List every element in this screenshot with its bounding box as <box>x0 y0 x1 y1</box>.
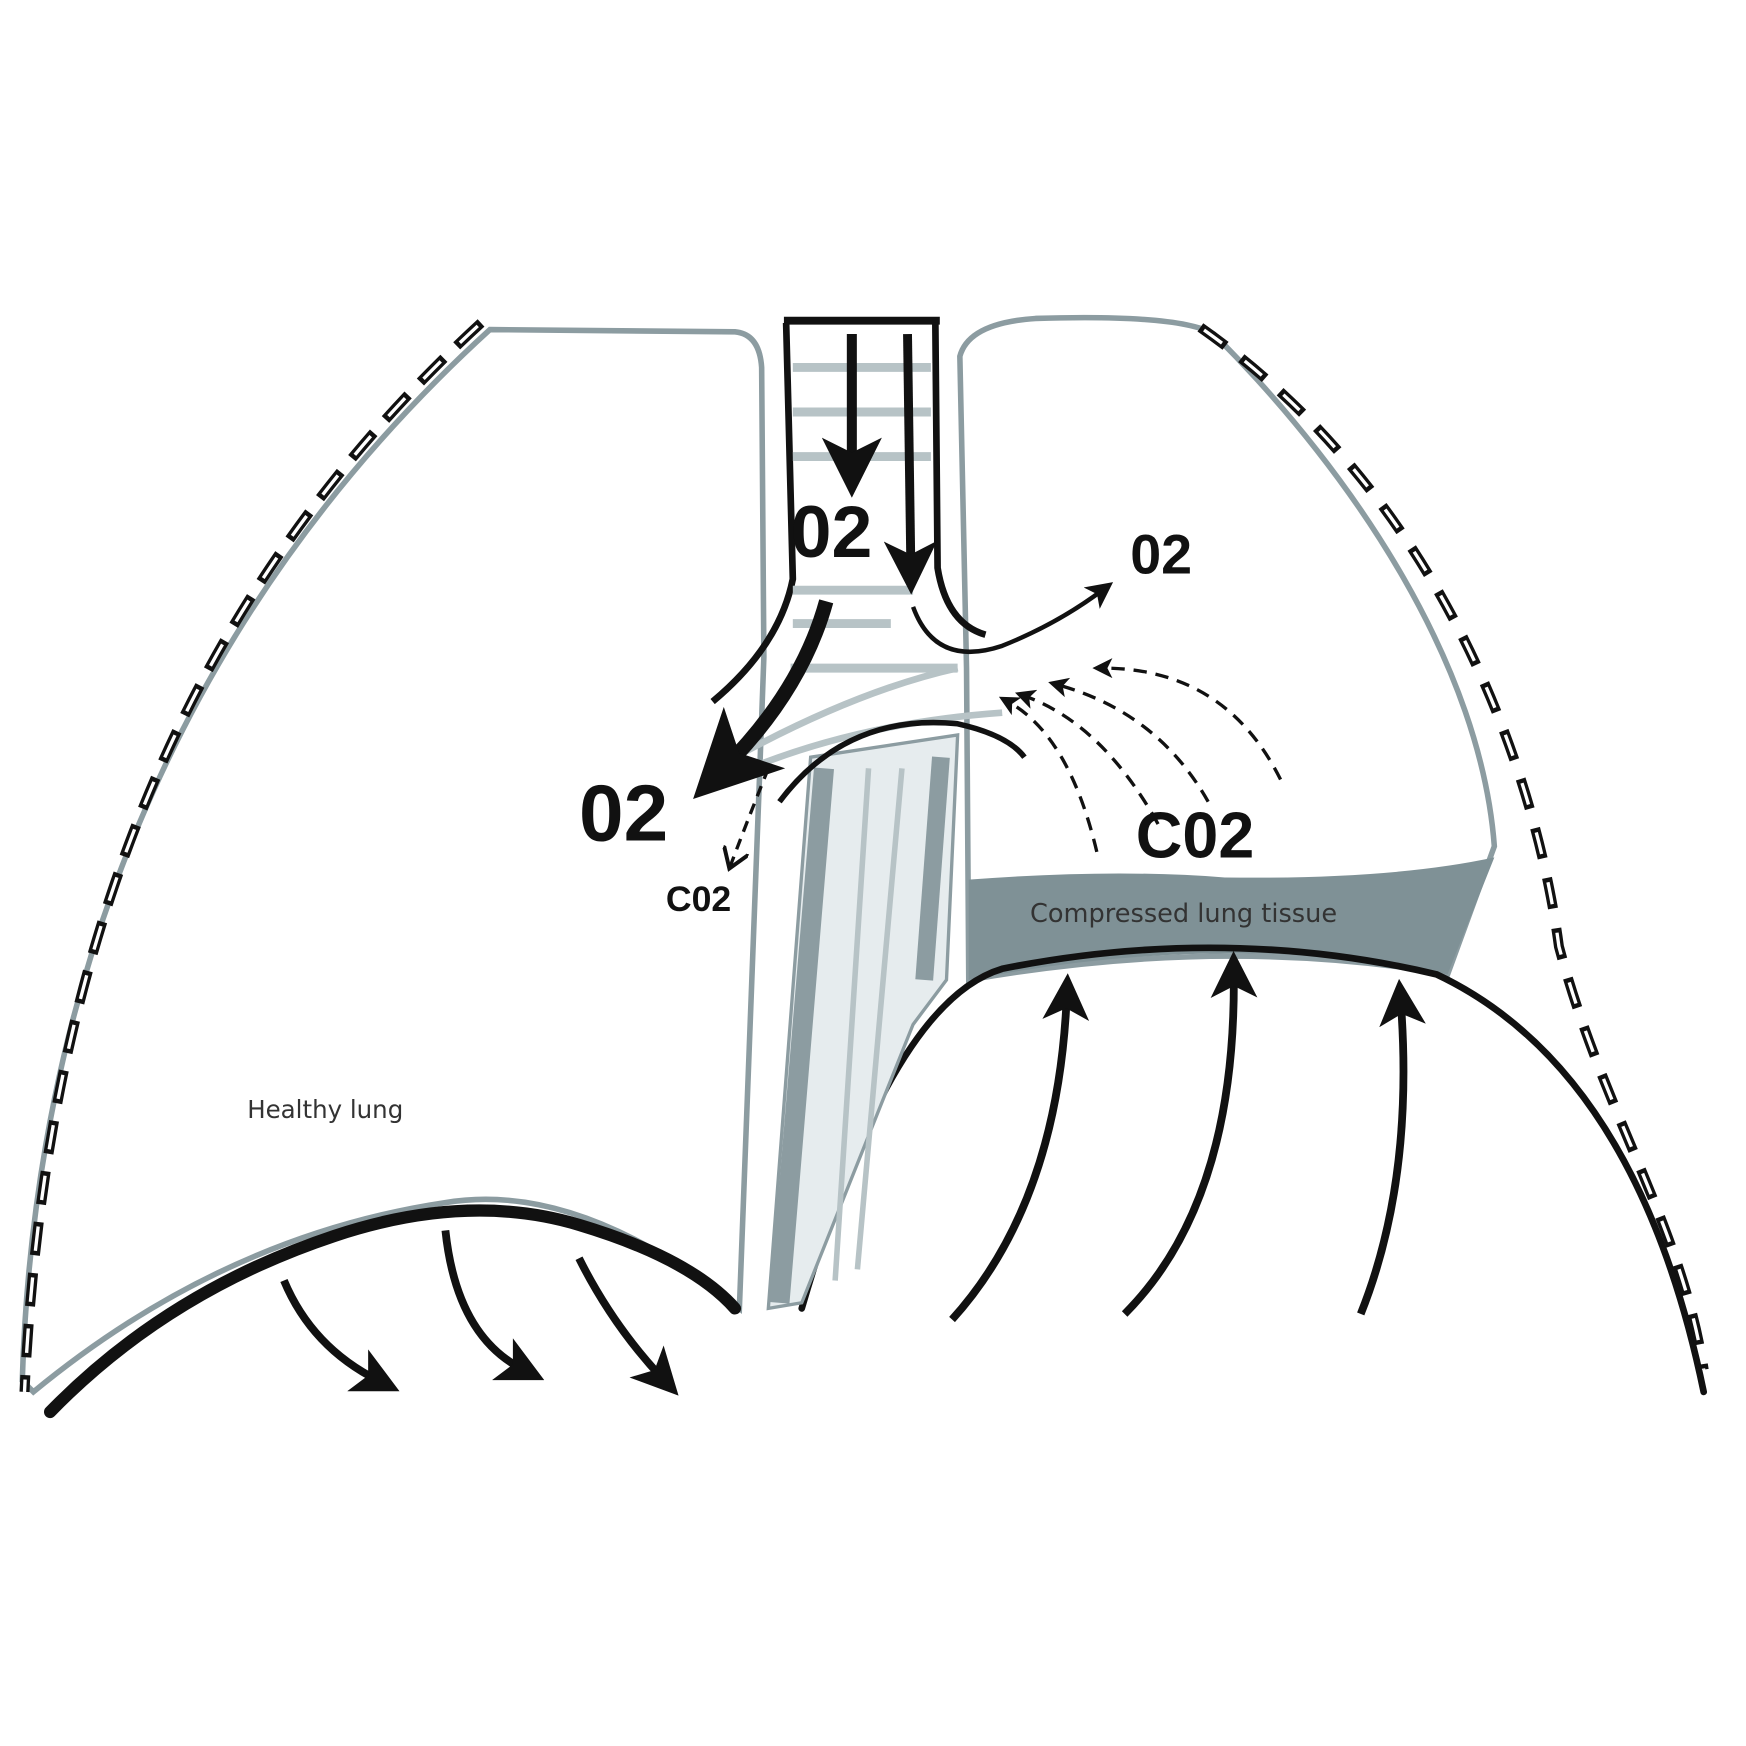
o2-down-arrow-2 <box>883 333 938 595</box>
right-ribs <box>1197 323 1709 1371</box>
o2-trachea-label: 02 <box>791 490 873 573</box>
healthy-lung-label: Healthy lung <box>247 1095 403 1124</box>
o2-left-label: 02 <box>579 768 668 858</box>
co2-right-label: C02 <box>1136 799 1254 871</box>
diaphragm-arrows <box>280 950 1426 1396</box>
o2-left-arrow <box>693 599 834 800</box>
left-diaphragm <box>43 1204 742 1419</box>
co2-left-arrow <box>729 767 770 868</box>
right-diaphragm <box>798 944 1708 1396</box>
left-lung <box>19 319 767 1419</box>
right-lung <box>798 314 1709 1396</box>
co2-left-label: C02 <box>666 879 731 919</box>
mediastinum <box>766 732 960 1311</box>
compressed-tissue-label: Compressed lung tissue <box>1030 899 1337 929</box>
o2-right-label: 02 <box>1130 523 1192 585</box>
airflow-arrows <box>693 333 1283 868</box>
o2-right-arrow <box>910 582 1114 654</box>
compressed-tissue <box>968 857 1495 980</box>
co2-right-arrows <box>998 658 1283 853</box>
